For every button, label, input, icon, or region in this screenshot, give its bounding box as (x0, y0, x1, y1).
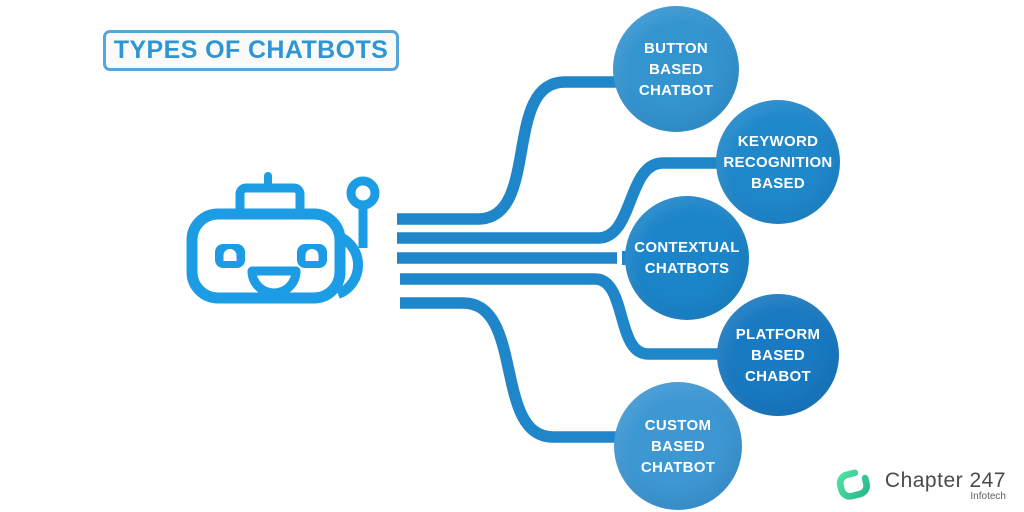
connector-keyword-recognition (397, 157, 718, 244)
node-contextual-chatbots: CONTEXTUAL CHATBOTS (625, 196, 749, 320)
brand-logo: Chapter 247 Infotech (831, 466, 1006, 504)
node-label-line: BASED (750, 174, 805, 192)
node-keyword-recognition-based: KEYWORD RECOGNITION BASED (716, 100, 840, 224)
chapter247-logo-icon (836, 469, 870, 500)
node-label-line: CHATBOT (640, 458, 716, 476)
node-label-line: CUSTOM (644, 416, 712, 434)
robot-ear (335, 231, 363, 299)
node-platform-based-chabot: PLATFORM BASED CHABOT (717, 294, 839, 416)
node-label-line: CHATBOTS (644, 260, 730, 277)
node-label-line: PLATFORM (735, 325, 821, 343)
node-label-line: CHABOT (745, 367, 811, 385)
connector-button-based (397, 76, 616, 225)
node-label-line: KEYWORD (737, 132, 819, 150)
diagram-title: TYPES OF CHATBOTS (103, 30, 399, 71)
node-button-based-chatbot: BUTTON BASED CHATBOT (613, 6, 739, 132)
node-label-line: BASED (648, 60, 703, 78)
brand-subtitle: Infotech (970, 490, 1006, 502)
robot-antenna-ball (346, 176, 380, 210)
node-custom-based-chatbot: CUSTOM BASED CHATBOT (614, 382, 742, 510)
node-label-line: CONTEXTUAL (634, 239, 740, 256)
node-label-line: BASED (750, 346, 805, 364)
robot-mouth (247, 266, 301, 298)
node-label-line: RECOGNITION (723, 153, 833, 171)
node-label-line: BUTTON (643, 39, 709, 57)
brand-name: Chapter 247 (884, 468, 1006, 492)
node-label-line: BASED (650, 437, 705, 455)
robot-right-eye-glint (305, 249, 319, 261)
robot-head (186, 208, 346, 304)
diagram-title-text: TYPES OF CHATBOTS (113, 36, 389, 64)
robot-icon (186, 172, 380, 304)
node-label-line: CHATBOT (638, 81, 714, 99)
connector-platform-based (400, 273, 719, 360)
robot-left-eye-glint (223, 249, 237, 261)
connector-custom-based (400, 297, 621, 443)
